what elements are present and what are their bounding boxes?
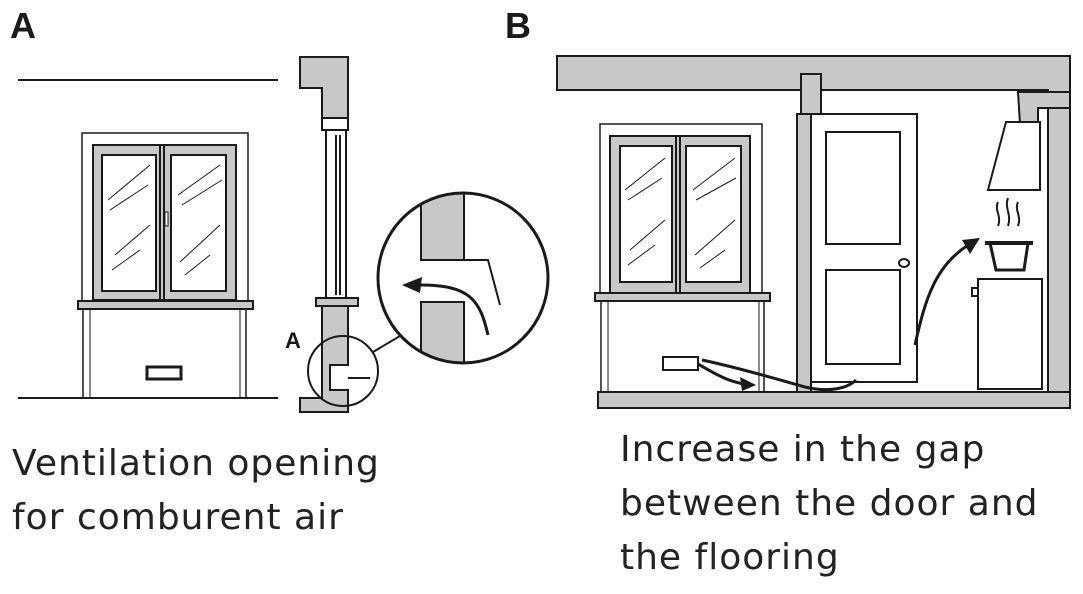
room-b-walls: [556, 55, 1071, 409]
detail-magnifier: [376, 191, 550, 365]
panel-a-room: [18, 79, 278, 399]
caption-b-line-1: Increase in the gap: [620, 429, 986, 470]
door: [796, 113, 918, 393]
caption-b-line-2: between the door and: [620, 483, 1039, 524]
window-b: [594, 123, 771, 392]
extractor-hood: [986, 91, 1071, 191]
panel-a-label: A: [10, 5, 36, 46]
airflow-arrowhead-b2: [962, 238, 980, 254]
caption-a-line-1: Ventilation opening: [12, 443, 380, 484]
ventilation-grille-a: [145, 365, 183, 381]
detail-circle-small: [307, 335, 379, 407]
panel-b-label: B: [505, 5, 531, 46]
cooker: [971, 241, 1043, 390]
airflow-arrowhead-b1: [740, 377, 756, 391]
airflow-path-b: [697, 242, 971, 392]
airflow-arrowhead-a: [402, 277, 422, 293]
caption-a-line-2: for comburent air: [12, 497, 344, 538]
steam-icon: [995, 197, 1021, 227]
airflow-arrow-a: [419, 283, 490, 336]
door-knob: [898, 258, 910, 268]
caption-b-line-3: the flooring: [620, 537, 840, 578]
detail-a-label: A: [285, 328, 301, 353]
window-a: [77, 132, 254, 398]
ventilation-grille-b: [662, 356, 699, 371]
wall-section-a: [299, 56, 370, 413]
